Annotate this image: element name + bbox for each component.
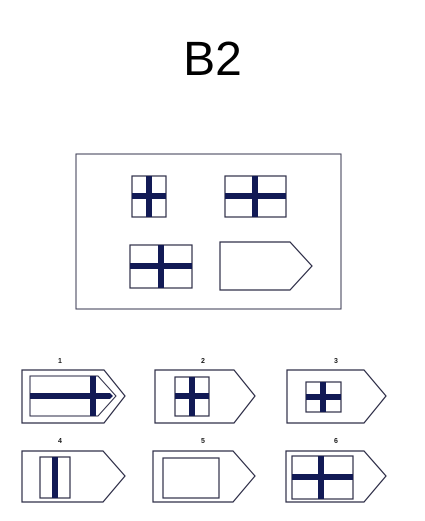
matrix-cell-1 [131, 175, 167, 218]
cross-horizontal-bar [306, 394, 341, 400]
option-number: 5 [201, 438, 205, 445]
cross-horizontal-bar [292, 474, 353, 480]
vertical-bar [52, 457, 58, 498]
option-5[interactable]: 5 [152, 438, 256, 503]
option-number: 2 [201, 358, 205, 365]
cross-horizontal-bar [30, 393, 113, 399]
option-3[interactable]: 3 [286, 358, 387, 424]
option-6[interactable]: 6 [285, 438, 387, 503]
cross-horizontal-bar [175, 393, 209, 399]
option-1[interactable]: 1 [21, 358, 126, 424]
option-number: 1 [58, 358, 62, 365]
tag-outline [21, 450, 126, 503]
matrix-frame [75, 153, 342, 310]
option-number: 6 [334, 438, 338, 445]
matrix-cell-4-missing [219, 241, 313, 291]
puzzle-title: B2 [183, 33, 242, 86]
option-2[interactable]: 2 [154, 358, 256, 424]
option-number: 3 [334, 358, 338, 365]
inner-empty-square [162, 457, 220, 499]
option-4[interactable]: 4 [21, 438, 126, 503]
option-number: 4 [58, 438, 62, 445]
matrix-cell-3 [129, 244, 193, 289]
answer-options: 1 2 3 4 [21, 358, 387, 503]
matrix-cell-2 [224, 175, 287, 218]
matrix-panel [75, 153, 342, 310]
